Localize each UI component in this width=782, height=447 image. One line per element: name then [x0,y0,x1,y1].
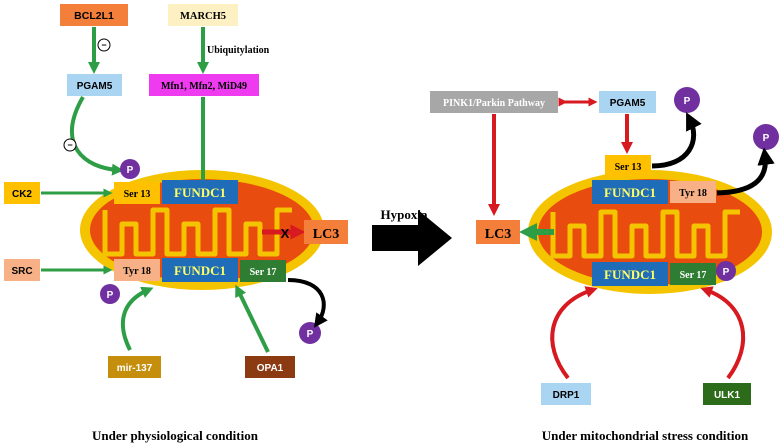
svg-text:Tyr 18: Tyr 18 [123,266,151,277]
svg-text:Ser 13: Ser 13 [615,162,642,173]
src-box: SRC [4,259,40,281]
svg-text:Mfn1, Mfn2, MiD49: Mfn1, Mfn2, MiD49 [161,81,247,92]
svg-text:PGAM5: PGAM5 [610,98,646,109]
ser17-box-right: Ser 17 [670,263,716,285]
opa1-arrow [235,284,270,353]
svg-text:P: P [684,96,691,107]
svg-text:MARCH5: MARCH5 [180,11,226,22]
inhibit-icon-1: − [97,38,111,52]
svg-text:P: P [723,267,730,278]
drp1-arrow-fill [550,286,598,380]
right-panel: PINK1/Parkin Pathway PGAM5 LC3 Ser 13 FU… [430,87,779,443]
ulk1-box: ULK1 [703,383,751,405]
fundc1-bottom-left: FUNDC1 [162,258,238,282]
svg-text:PINK1/Parkin Pathway: PINK1/Parkin Pathway [443,98,545,109]
pgam5-to-ser13-arrow [70,95,124,176]
ser17-box-left: Ser 17 [240,260,286,282]
svg-text:Ser 17: Ser 17 [250,267,277,278]
svg-text:PGAM5: PGAM5 [77,81,113,92]
ubiquitylation-label: Ubiquitylation [207,45,270,56]
svg-text:CK2: CK2 [12,189,32,200]
ulk1-arrow-fill [700,286,746,380]
svg-text:FUNDC1: FUNDC1 [604,267,656,282]
svg-text:SRC: SRC [11,266,32,277]
mfn-box: Mfn1, Mfn2, MiD49 [149,74,259,96]
opa1-box: OPA1 [245,356,295,378]
svg-text:LC3: LC3 [313,227,339,242]
svg-text:DRP1: DRP1 [553,390,580,401]
svg-text:Ser 17: Ser 17 [680,270,707,281]
mir137-box: mir-137 [108,356,161,378]
hypoxia-arrow [372,210,452,266]
mir137-arrow [120,286,154,351]
phospho-icon-ser17-left: P [299,322,321,344]
ser17-dephospho-arrow [287,278,328,328]
pgam5-box-left: PGAM5 [67,74,122,96]
fundc1-top-left: FUNDC1 [162,180,238,204]
hypoxia-label: Hypoxia [381,207,428,222]
svg-text:P: P [107,290,114,301]
tyr18-box-right: Tyr 18 [670,181,716,203]
svg-text:ULK1: ULK1 [714,390,741,401]
tyr18-phospho-arrow [716,147,775,196]
svg-text:−: − [101,40,106,50]
svg-text:Ser 13: Ser 13 [124,189,151,200]
block-cross-icon: X [281,226,290,241]
pink1-box: PINK1/Parkin Pathway [430,91,558,113]
phospho-icon-tyr18-right: P [753,124,779,150]
svg-text:−: − [67,140,72,150]
svg-text:mir-137: mir-137 [117,363,153,374]
lc3-box-right: LC3 [476,220,520,244]
ser13-phospho-arrow [651,112,702,169]
svg-text:P: P [307,329,314,340]
svg-text:P: P [127,165,134,176]
fundc1-bottom-right: FUNDC1 [592,262,668,286]
svg-text:BCL2L1: BCL2L1 [74,10,114,22]
caption-right: Under mitochondrial stress condition [542,428,749,443]
phospho-icon-ser17-right: P [716,261,736,281]
bcl2l1-box: BCL2L1 [60,4,128,26]
svg-text:LC3: LC3 [485,227,511,242]
ser13-box-left: Ser 13 [114,182,160,204]
fundc1-top-right: FUNDC1 [592,180,668,204]
pgam5-box-right: PGAM5 [599,91,656,113]
svg-text:OPA1: OPA1 [257,363,284,374]
march5-box: MARCH5 [168,4,238,26]
svg-text:FUNDC1: FUNDC1 [174,263,226,278]
tyr18-box-left: Tyr 18 [114,259,160,281]
phospho-icon-tyr18-left: P [100,284,120,304]
ck2-box: CK2 [4,182,40,204]
svg-text:FUNDC1: FUNDC1 [174,185,226,200]
left-panel: BCL2L1 MARCH5 Ubiquitylation PGAM5 Mfn1,… [4,4,348,443]
svg-text:Tyr 18: Tyr 18 [679,188,707,199]
svg-text:P: P [763,133,770,144]
drp1-box: DRP1 [541,383,591,405]
phospho-icon-ser13-right: P [674,87,700,113]
caption-left: Under physiological condition [92,428,259,443]
inhibit-icon-2: − [63,138,77,152]
ser13-box-right: Ser 13 [605,155,651,177]
lc3-box-left: LC3 [304,220,348,244]
hypoxia-transition: Hypoxia [372,207,452,266]
svg-text:FUNDC1: FUNDC1 [604,185,656,200]
phospho-icon-ser13-left: P [120,159,140,179]
